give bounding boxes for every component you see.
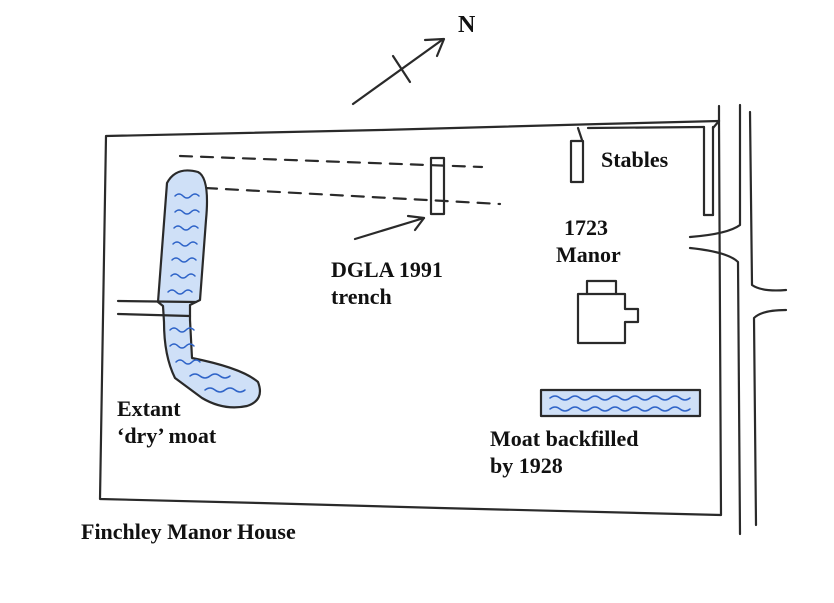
road-outline (688, 103, 788, 536)
stables-label: Stables (601, 147, 669, 172)
manor-house-outline (576, 279, 640, 345)
trench-alignment-lines (178, 154, 502, 206)
manor-year: 1723 (564, 215, 608, 240)
backfilled-moat (539, 388, 702, 418)
stables-outline (569, 104, 721, 217)
trench-pointer-arrow (353, 216, 426, 241)
extant-moat (156, 169, 262, 409)
caption: Finchley Manor House (81, 519, 296, 544)
extant-moat-label-line1: Extant (117, 396, 181, 421)
trench-label-line2: trench (331, 284, 392, 309)
north-arrow-icon (351, 37, 446, 106)
trench-outline (429, 156, 446, 216)
trench-label: DGLA 1991 trench (331, 256, 443, 310)
north-label: N (458, 12, 476, 38)
trench-label-line1: DGLA 1991 (331, 257, 443, 282)
causeway-lines (116, 299, 198, 318)
extant-moat-label: Extant ‘dry’ moat (117, 395, 216, 449)
backfilled-moat-label-line1: Moat backfilled (490, 426, 639, 451)
backfilled-moat-label: Moat backfilled by 1928 (490, 425, 639, 479)
backfilled-moat-label-line2: by 1928 (490, 453, 563, 478)
manor-label: 1723 Manor (556, 214, 621, 268)
site-boundary (98, 119, 723, 517)
extant-moat-label-line2: ‘dry’ moat (117, 423, 217, 448)
manor-name: Manor (556, 242, 621, 267)
